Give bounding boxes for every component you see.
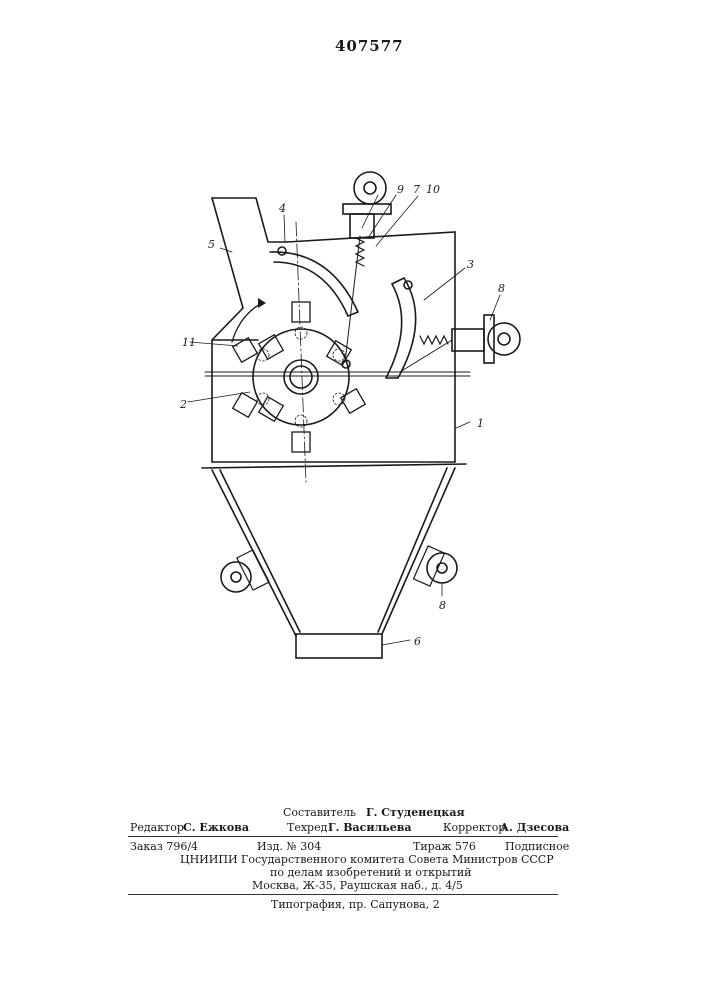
editor-role: Редактор	[130, 821, 184, 834]
compiler-role: Составитель	[283, 806, 356, 819]
order-number: Заказ 796/4	[130, 840, 198, 853]
org-line-2: по делам изобретений и открытий	[270, 866, 472, 879]
divider-bottom	[128, 894, 558, 895]
address: Москва, Ж-35, Раушская наб., д. 4/5	[252, 879, 463, 892]
techred-name: Г. Васильева	[328, 821, 412, 834]
divider-top	[128, 836, 558, 837]
print-run: Тираж 576	[413, 840, 476, 853]
edition-number: Изд. № 304	[257, 840, 321, 853]
techred-role: Техред	[287, 821, 327, 834]
subscription: Подписное	[505, 840, 569, 853]
printer: Типография, пр. Сапунова, 2	[271, 898, 440, 911]
corrector-name: А. Дзесова	[500, 821, 569, 834]
editor-name: С. Ежкова	[183, 821, 249, 834]
compiler-name: Г. Студенецкая	[366, 806, 465, 819]
org-line-1: ЦНИИПИ Государственного комитета Совета …	[180, 853, 554, 866]
corrector-role: Корректор	[443, 821, 505, 834]
